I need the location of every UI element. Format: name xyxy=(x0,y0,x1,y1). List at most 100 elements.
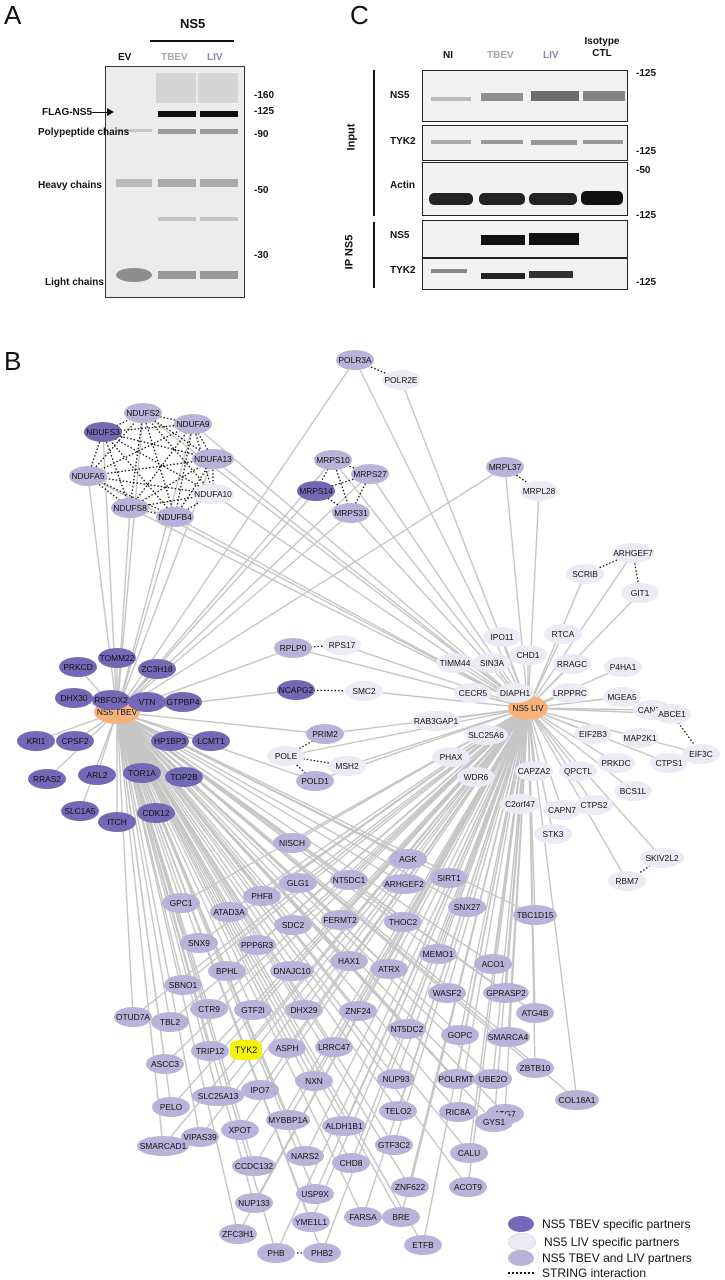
node-nt5dc2: NT5DC2 xyxy=(388,1019,426,1039)
interaction-edge xyxy=(116,711,171,1023)
node-aldh1b1: ALDH1B1 xyxy=(322,1116,366,1136)
interaction-edge xyxy=(116,507,131,713)
node-wdr6: WDR6 xyxy=(457,767,495,787)
interaction-edge xyxy=(129,507,529,709)
node-polr3a: POLR3A xyxy=(336,350,374,370)
node-mrps14: MRPS14 xyxy=(297,481,335,501)
node-timm44: TIMM44 xyxy=(436,653,474,673)
node-prkcd: PRKCD xyxy=(59,657,97,677)
row-label-tyk2-input: TYK2 xyxy=(390,136,416,147)
interaction-edge xyxy=(527,490,540,709)
interaction-edge xyxy=(393,707,529,1146)
node-ndufa10: NDUFA10 xyxy=(192,484,234,504)
node-gpc1: GPC1 xyxy=(162,893,200,913)
node-hax1: HAX1 xyxy=(330,951,368,971)
band-label-heavy: Heavy chains xyxy=(38,180,102,191)
node-mrps31: MRPS31 xyxy=(332,503,370,523)
node-vtn: VTN xyxy=(128,692,166,712)
node-pelo: PELO xyxy=(152,1097,190,1117)
node-ncapg2: NCAPG2 xyxy=(277,680,315,700)
node-ipo11: IPO11 xyxy=(483,627,521,647)
node-ctps2: CTPS2 xyxy=(575,795,613,815)
node-phb: PHB xyxy=(257,1243,295,1263)
node-mrps27: MRPS27 xyxy=(351,464,389,484)
node-qpctl: QPCTL xyxy=(559,761,597,781)
marker-160: -160 xyxy=(254,90,275,101)
interaction-edge xyxy=(116,711,254,1011)
flag-arrow-shaft xyxy=(92,112,108,113)
node-thoc2: THOC2 xyxy=(384,912,422,932)
panel-c-lane-isotype: Isotype CTL xyxy=(584,36,620,59)
node-lrpprc: LRPPRC xyxy=(551,683,589,703)
blot-tyk2-ip xyxy=(422,258,628,290)
node-map2k1: MAP2K1 xyxy=(621,728,659,748)
node-chd8: CHD8 xyxy=(332,1153,370,1173)
interaction-edge xyxy=(87,475,118,713)
string-edge xyxy=(102,431,176,518)
interaction-edge xyxy=(116,711,293,972)
interaction-edge xyxy=(446,707,529,994)
node-ube2o: UBE2O xyxy=(474,1069,512,1089)
node-ndufb4: NDUFB4 xyxy=(156,507,194,527)
interaction-edge xyxy=(527,707,702,755)
node-capza2: CAPZA2 xyxy=(515,761,553,781)
row-label-ns5-ip: NS5 xyxy=(390,230,410,241)
interaction-edge xyxy=(527,707,595,806)
node-ctr9: CTR9 xyxy=(190,999,228,1019)
node-nxn: NXN xyxy=(295,1071,333,1091)
marker-125: -125 xyxy=(254,106,275,117)
interaction-edge xyxy=(116,359,356,713)
row-label-actin: Actin xyxy=(390,180,415,191)
node-gtf2i: GTF2I xyxy=(234,1000,272,1020)
legend-text-string: STRING interaction xyxy=(542,1266,647,1280)
node-cdk12: CDK12 xyxy=(137,803,175,823)
node-gtpbp4: GTPBP4 xyxy=(164,692,202,712)
node-prim2: PRIM2 xyxy=(306,724,344,744)
interaction-edge xyxy=(350,707,529,1164)
node-otud7a: OTUD7A xyxy=(114,1007,152,1027)
interaction-edge xyxy=(116,466,506,713)
band-label-flag-ns5: FLAG-NS5 xyxy=(42,107,92,118)
node-top2b: TOP2B xyxy=(165,767,203,787)
node-ric8a: RIC8A xyxy=(439,1102,477,1122)
node-rab3gap1: RAB3GAP1 xyxy=(411,711,461,731)
node-ndufs2: NDUFS2 xyxy=(124,403,162,423)
node-sbno1: SBNO1 xyxy=(164,975,202,995)
interaction-edge xyxy=(116,512,352,713)
interaction-edge xyxy=(116,458,214,713)
panel-b-label: B xyxy=(4,346,22,376)
legend-swatch-both xyxy=(508,1250,534,1266)
string-edge xyxy=(142,412,214,495)
node-skiv2l2: SKIV2L2 xyxy=(640,848,684,868)
node-tbl2: TBL2 xyxy=(151,1012,189,1032)
interaction-edge xyxy=(527,707,634,792)
node-zc3h18: ZC3H18 xyxy=(138,659,176,679)
node-aco1: ACO1 xyxy=(474,954,512,974)
node-gtf3c2: GTF3C2 xyxy=(375,1135,413,1155)
interaction-edge xyxy=(395,707,529,1080)
blot-actin xyxy=(422,162,628,216)
interaction-edge xyxy=(527,707,628,882)
panel-a-group-label: NS5 xyxy=(180,16,206,31)
node-dnajc10: DNAJC10 xyxy=(270,961,314,981)
node-wasf2: WASF2 xyxy=(428,983,466,1003)
node-xpot: XPOT xyxy=(221,1120,259,1140)
interaction-edge xyxy=(116,711,201,1138)
interaction-edge xyxy=(174,516,529,709)
node-ndufs8: NDUFS8 xyxy=(111,498,149,518)
node-acot9: ACOT9 xyxy=(449,1177,487,1197)
node-nup93: NUP93 xyxy=(377,1069,415,1089)
interaction-edge xyxy=(400,707,529,1218)
string-edge xyxy=(142,412,176,518)
node-smc2: SMC2 xyxy=(345,681,383,701)
node-arhgef7: ARHGEF7 xyxy=(612,543,654,563)
node-mrpl37: MRPL37 xyxy=(486,457,524,477)
legend-text-liv: NS5 LIV specific partners xyxy=(544,1235,680,1249)
blot-ns5-ip xyxy=(422,220,628,258)
node-nt5dc1: NT5DC1 xyxy=(330,870,368,890)
node-farsa: FARSA xyxy=(344,1207,382,1227)
node-mrpl28: MRPL28 xyxy=(520,481,558,501)
node-bcs1l: BCS1L xyxy=(614,781,652,801)
node-agk: AGK xyxy=(389,849,427,869)
